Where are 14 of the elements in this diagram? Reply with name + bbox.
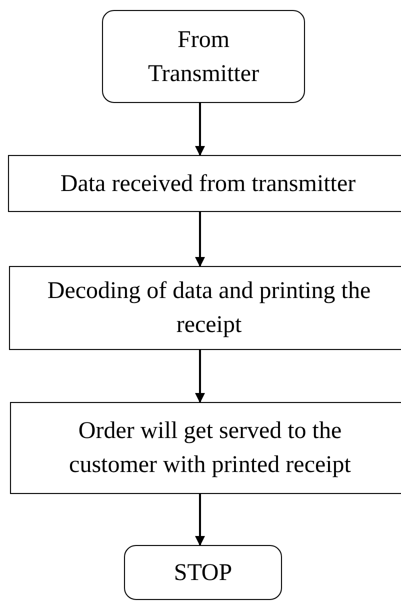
arrow: [195, 103, 205, 156]
arrow: [195, 494, 205, 546]
node-label: Decoding of data and printing the receipt: [46, 277, 372, 340]
terminal-box: [124, 545, 282, 600]
arrow: [195, 212, 205, 267]
process-box: [10, 402, 401, 494]
process-box: [9, 266, 401, 350]
node-label: Order will get served to the customer with printed receipt: [68, 417, 352, 480]
node-label: Data received from transmitter: [60, 170, 356, 198]
node-label: STOP: [174, 558, 232, 588]
terminal-box: [102, 10, 305, 103]
node-label: From Transmitter: [146, 26, 260, 88]
arrow: [195, 350, 205, 403]
process-box: [8, 155, 401, 212]
